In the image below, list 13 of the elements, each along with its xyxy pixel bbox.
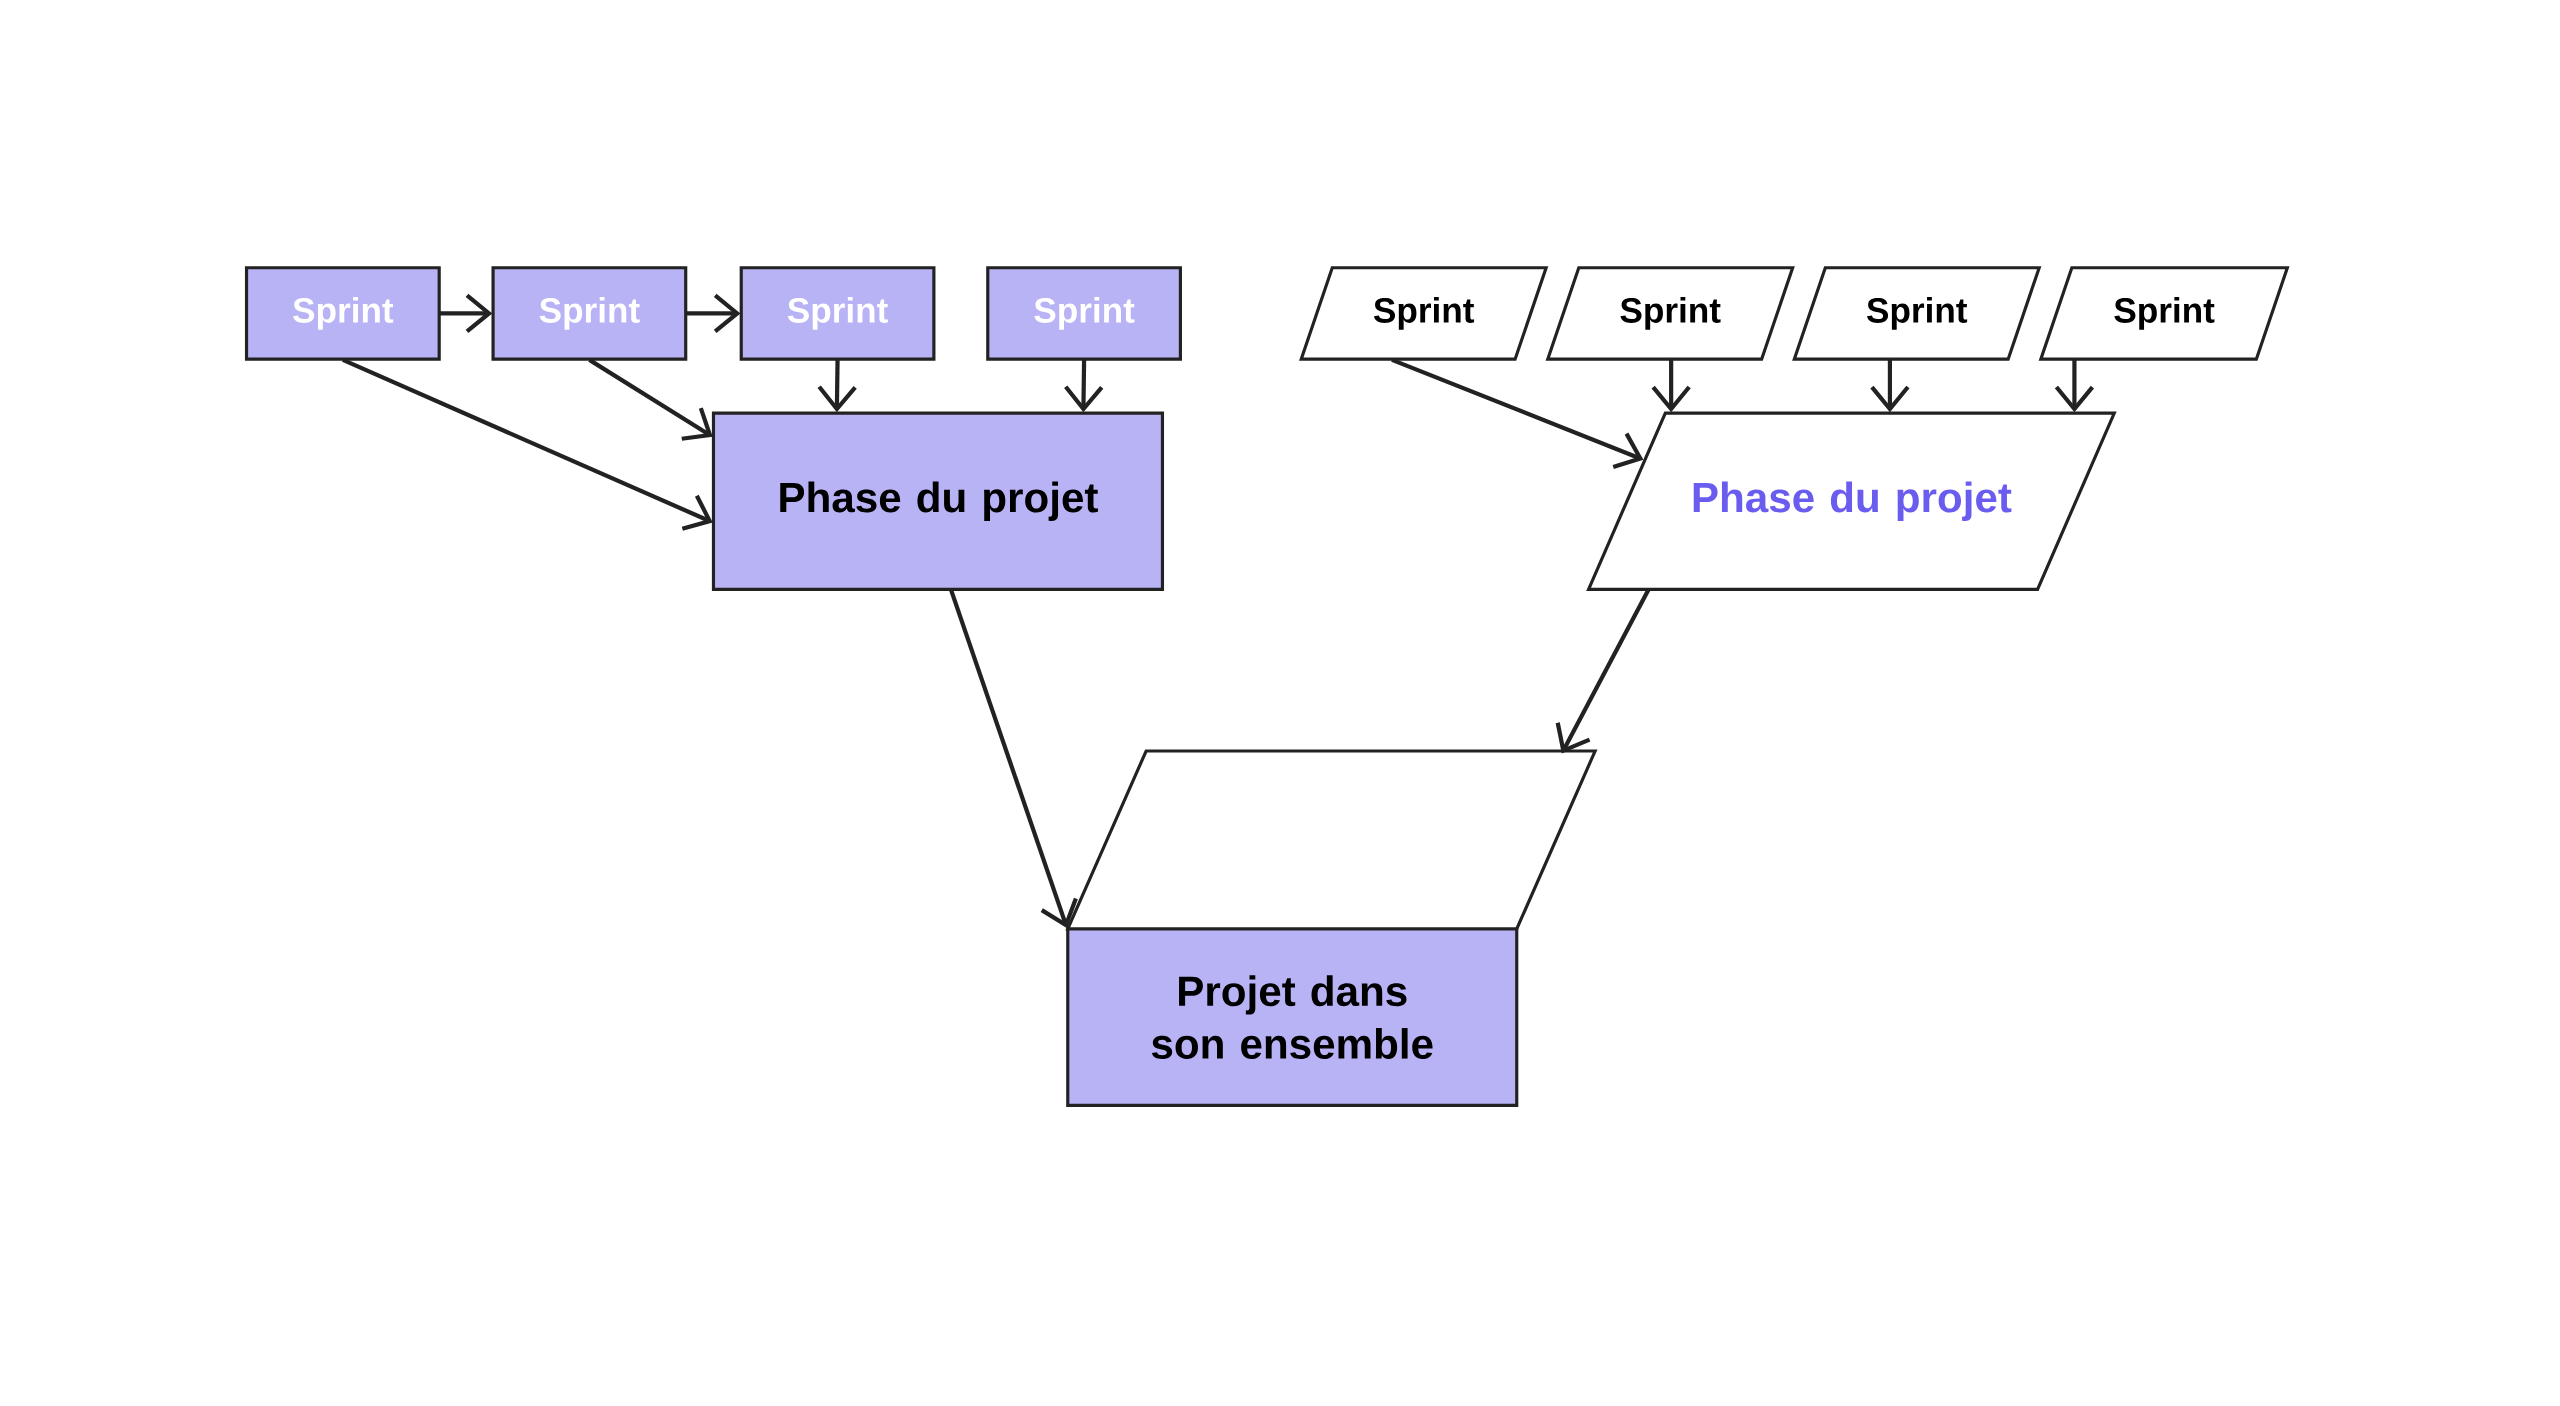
project-box: Projet dans son ensemble xyxy=(1066,927,1519,1108)
sprint-box: Sprint xyxy=(739,266,936,361)
arrow xyxy=(342,358,713,531)
sprint-parallelogram: Sprint xyxy=(1299,266,1549,361)
sprint-parallelogram: Sprint xyxy=(1792,266,2042,361)
arrow xyxy=(949,589,1078,929)
sprint-box: Sprint xyxy=(986,266,1182,361)
arrow xyxy=(1555,589,1651,754)
phase-box: Phase du projet xyxy=(711,411,1165,592)
sprint-box: Sprint xyxy=(491,266,688,361)
arrow xyxy=(588,358,713,441)
arrow xyxy=(1391,358,1644,470)
sprint-box: Sprint xyxy=(244,266,441,361)
